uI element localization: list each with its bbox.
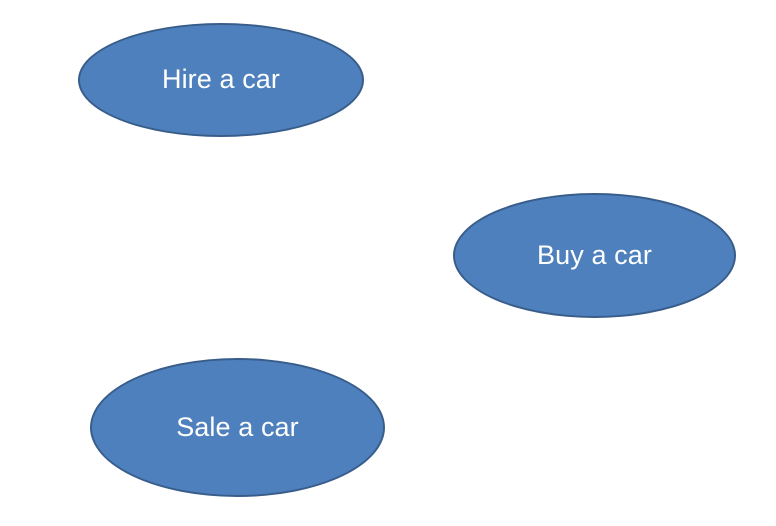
ellipse-node-hire-a-car[interactable]: Hire a car [78,23,364,137]
ellipse-node-label: Sale a car [176,411,299,442]
ellipse-node-buy-a-car[interactable]: Buy a car [453,193,736,318]
ellipse-node-label: Buy a car [537,239,652,270]
ellipse-node-label: Hire a car [161,64,281,95]
ellipse-node-sale-a-car[interactable]: Sale a car [90,358,385,497]
